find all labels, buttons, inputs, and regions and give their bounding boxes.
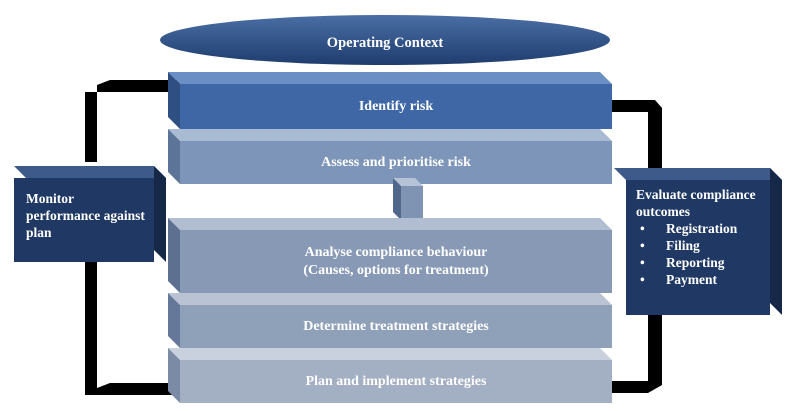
list-item: Registration: [636, 220, 770, 237]
assess-risk-label: Assess and prioritise risk: [321, 154, 471, 170]
list-item: Filing: [636, 237, 770, 254]
assess-risk-block: [168, 129, 612, 184]
monitor-box: [14, 166, 166, 262]
determine-strategies-label: Determine treatment strategies: [303, 318, 489, 334]
right-connector: [612, 100, 662, 393]
analyse-behaviour-text: Analyse compliance behaviour (Causes, op…: [180, 230, 612, 293]
evaluate-label: Evaluate compliance outcomes: [636, 187, 756, 219]
operating-context-label: Operating Context: [326, 35, 444, 51]
operating-context-ellipse: [160, 15, 610, 65]
evaluate-list: Registration Filing Reporting Payment: [636, 220, 770, 288]
identify-risk-block: [168, 72, 612, 129]
identify-risk-label: Identify risk: [358, 98, 434, 114]
list-item: Payment: [636, 271, 770, 288]
plan-implement-block: [168, 348, 612, 403]
list-item: Reporting: [636, 254, 770, 271]
analyse-behaviour-label: Analyse compliance behaviour: [304, 244, 488, 260]
evaluate-text: Evaluate compliance outcomes Registratio…: [636, 186, 770, 288]
analyse-behaviour-block: [168, 218, 612, 293]
determine-strategies-block: [168, 293, 612, 348]
monitor-label: Monitor performance against plan: [26, 191, 145, 240]
connector-cube: [393, 178, 423, 220]
plan-implement-label: Plan and implement strategies: [305, 373, 487, 389]
analyse-behaviour-sublabel: (Causes, options for treatment): [303, 262, 489, 278]
